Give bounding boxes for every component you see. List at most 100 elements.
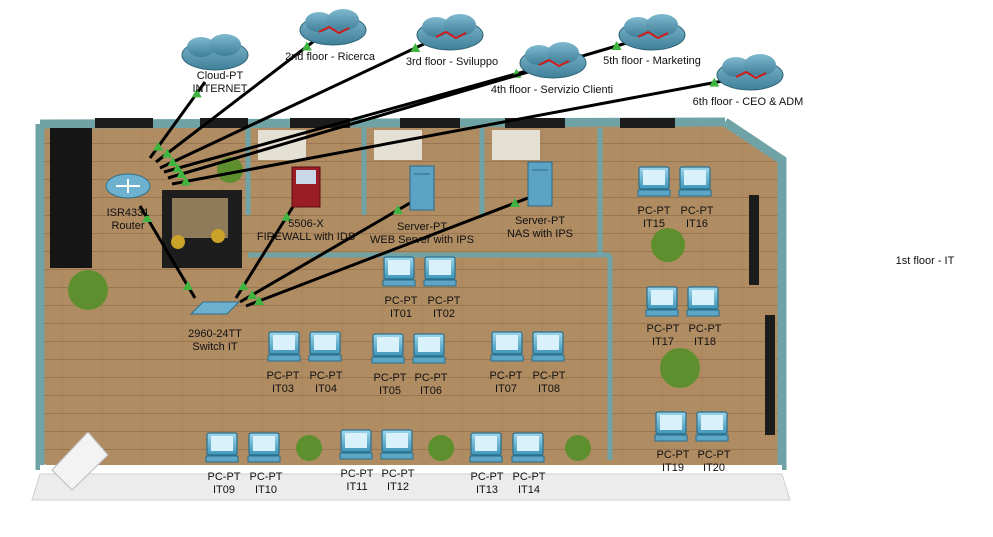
link-status-indicator	[153, 141, 164, 151]
server-icon	[409, 165, 435, 211]
switch-icon	[189, 301, 241, 315]
screen-icon	[377, 337, 399, 352]
cloud-f3[interactable]: 3rd floor - Sviluppo	[406, 14, 498, 68]
screen-icon	[496, 335, 518, 350]
link-status-indicator	[162, 148, 173, 158]
network-link	[239, 201, 411, 304]
keyboard-icon	[247, 455, 281, 463]
screen-icon	[386, 433, 408, 448]
keyboard-icon	[654, 434, 688, 442]
plant	[660, 348, 700, 388]
screen-icon	[660, 415, 682, 430]
link-status-indicator	[182, 280, 193, 290]
floor-label: 1st floor - IT	[896, 255, 955, 267]
lightning-icon	[435, 30, 467, 40]
cloud-f2[interactable]: 2nd floor - Ricerca	[285, 9, 376, 63]
keyboard-icon	[490, 354, 524, 362]
cloud-icon	[744, 54, 776, 76]
link-status-indicator	[142, 213, 153, 223]
cloud-f6[interactable]: 6th floor - CEO & ADM	[693, 54, 804, 108]
floor-plan	[31, 117, 791, 501]
keyboard-icon	[371, 356, 405, 364]
keyboard-icon	[267, 354, 301, 362]
link-status-indicator	[301, 41, 312, 51]
firewall-panel-icon	[296, 170, 316, 184]
plant	[428, 435, 454, 461]
window	[400, 118, 460, 128]
wall-right	[722, 118, 787, 470]
keyboard-icon	[412, 356, 446, 364]
lounge-stool	[211, 229, 225, 243]
link-status-indicator	[191, 88, 202, 98]
screen-icon	[643, 170, 665, 185]
keyboard-icon	[339, 452, 373, 460]
screen-icon	[651, 290, 673, 305]
cloud-f5[interactable]: 5th floor - Marketing	[603, 14, 701, 67]
office-partitions	[245, 128, 613, 460]
screen-icon	[701, 415, 723, 430]
screen-icon	[692, 290, 714, 305]
keyboard-icon	[637, 189, 671, 197]
cloud-label: 4th floor - Servizio Clienti	[491, 84, 613, 96]
cloud-f4[interactable]: 4th floor - Servizio Clienti	[491, 42, 613, 96]
screen-icon	[314, 335, 336, 350]
cloud-label: 3rd floor - Sviluppo	[406, 56, 498, 68]
screen-icon	[429, 260, 451, 275]
screen-icon	[418, 337, 440, 352]
keyboard-icon	[205, 455, 239, 463]
link-status-indicator	[172, 163, 183, 173]
screen-icon	[684, 170, 706, 185]
window	[765, 315, 775, 435]
window	[95, 118, 153, 128]
cloud-icon	[444, 14, 476, 36]
screen-icon	[517, 436, 539, 451]
plant	[296, 435, 322, 461]
